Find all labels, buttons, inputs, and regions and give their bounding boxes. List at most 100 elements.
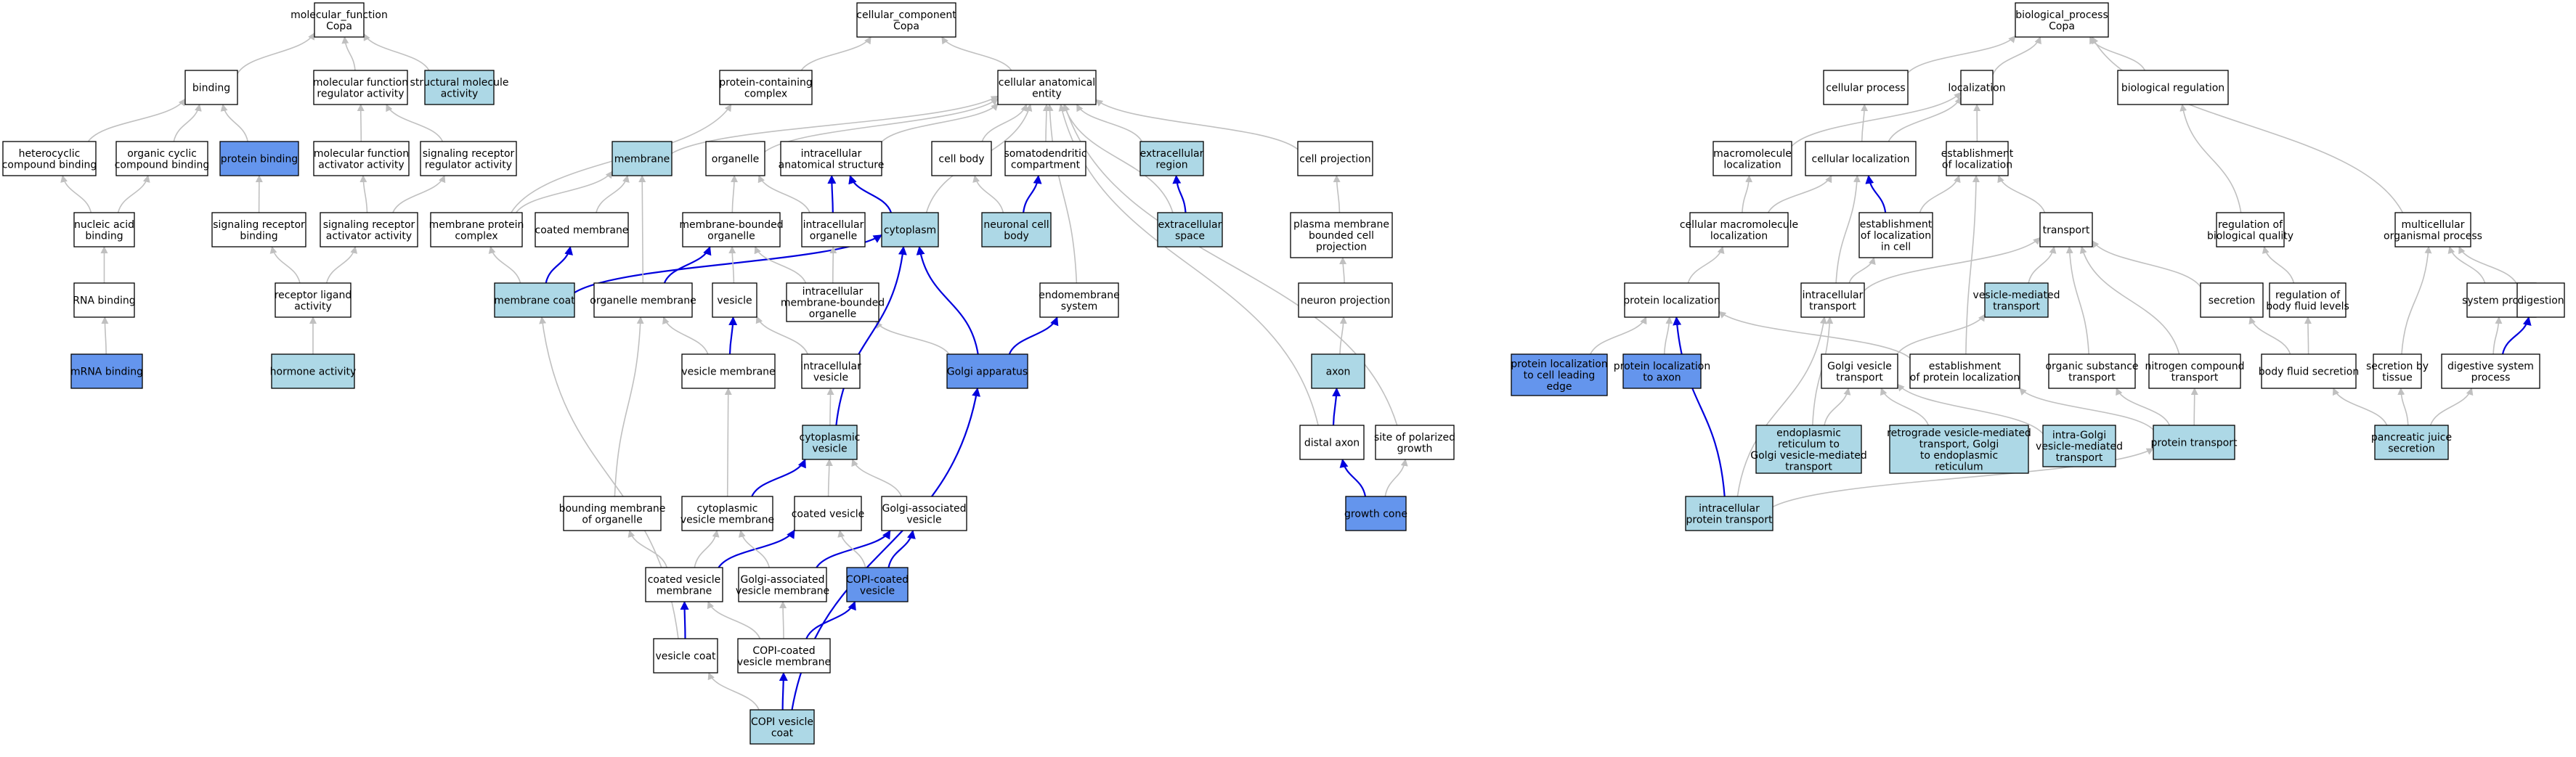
- node-label-line: binding: [240, 230, 277, 242]
- edge-reg_body_fluid-to-reg_bio_quality: [2262, 246, 2295, 284]
- node-label-line: regulator activity: [317, 88, 404, 99]
- node-label-line: biological quality: [2207, 230, 2293, 242]
- node-label-line: multicellular: [2402, 219, 2465, 231]
- edge-receptor_ligand-to-sig_rec_binding: [269, 246, 301, 284]
- node-vesicle-coat: vesicle coat: [653, 638, 718, 674]
- node-box: [2200, 282, 2264, 318]
- node-label-line: retrograde vesicle-mediated: [1887, 427, 2031, 439]
- node-box: [535, 212, 629, 247]
- node-label-line: compartment: [1011, 159, 1081, 171]
- edge-cell_projection-to-cae: [1095, 99, 1299, 150]
- node-label-line: vesicle: [812, 443, 847, 454]
- node-label-line: edge: [1547, 381, 1572, 393]
- node-label-line: coat: [771, 727, 794, 739]
- edge-pl_leading_edge-to-protein_localization: [1590, 316, 1647, 355]
- node-label-line: cytoplasmic: [697, 503, 758, 515]
- node-label-line: Golgi vesicle-mediated: [1750, 450, 1866, 462]
- node-label-line: body fluid secretion: [2259, 367, 2359, 378]
- edges-layer: [60, 32, 2532, 711]
- edge-copi_vesicle_coat-to-vesicle_coat: [707, 672, 760, 711]
- node-label-line: endomembrane: [1039, 290, 1120, 301]
- node-box: [1805, 141, 1917, 176]
- node-label-line: COPI-coated: [846, 574, 909, 586]
- node-label-line: transport: [2043, 225, 2090, 237]
- node-label-line: secretion by: [2366, 361, 2429, 372]
- edge-body_fluid_secretion-to-reg_body_fluid: [2304, 316, 2312, 355]
- node-label-line: vesicle membrane: [737, 656, 831, 668]
- node-box: [211, 212, 306, 247]
- node-label-line: Copa: [2049, 20, 2075, 32]
- node-label-line: transport: [2171, 372, 2219, 383]
- edge-growth_cone-to-site_polarized: [1384, 459, 1408, 497]
- node-vesicle: vesicle: [712, 282, 757, 318]
- edge-intracellular_protein_transport-to-protein_transport: [1772, 448, 2154, 508]
- node-label-line: pancreatic juice: [2371, 432, 2452, 443]
- edge-copi_vesicle_membrane-to-copi_vesicle: [805, 601, 856, 639]
- node-box: [881, 212, 939, 247]
- node-membrane: membrane: [612, 141, 673, 176]
- node-box: [1299, 425, 1365, 460]
- edge-axon-to-neuron_projection: [1339, 316, 1347, 355]
- node-label-line: protein transport: [2151, 438, 2238, 449]
- node-box: [2269, 282, 2347, 318]
- node-cytoplasm: cytoplasm: [881, 212, 939, 247]
- node-label-line: heterocyclic: [19, 148, 81, 160]
- node-label-line: space: [1175, 230, 1205, 242]
- edge-organelle_membrane-to-mbo: [663, 246, 712, 284]
- node-label-line: membrane-bounded: [679, 219, 783, 231]
- node-box: [705, 141, 765, 176]
- edge-vesicle_coat-to-coated_vesicle_membrane: [680, 601, 689, 639]
- node-box: [1946, 141, 2009, 176]
- node-label-line: organic substance: [2045, 361, 2138, 372]
- node-golgi: Golgi apparatus: [946, 353, 1028, 389]
- node-organelle-membrane: organelle membrane: [590, 282, 696, 318]
- node-label-line: coated vesicle: [648, 574, 721, 586]
- edge-protein_transport-to-organic_substance_transport: [2116, 388, 2171, 426]
- node-box: [738, 567, 827, 602]
- edge-nucleic_acid-to-heterocyclic: [60, 175, 92, 213]
- node-body-fluid-secretion: body fluid secretion: [2259, 353, 2359, 389]
- node-box: [1624, 282, 1720, 318]
- node-label-line: growth cone: [1344, 509, 1407, 520]
- node-label-line: COPI vesicle: [751, 716, 813, 728]
- node-label-line: macromolecule: [1713, 148, 1792, 160]
- node-label-line: nitrogen compound: [2145, 361, 2244, 372]
- node-box: [2, 141, 97, 176]
- node-box: [981, 212, 1052, 247]
- edge-cyto_vesicle_membrane-to-cyto_vesicle: [751, 459, 806, 497]
- node-cell-projection: cell projection: [1297, 141, 1373, 176]
- node-box: [320, 212, 418, 247]
- node-label-line: growth: [1397, 443, 1433, 454]
- edge-mbo-to-organelle: [731, 175, 739, 213]
- node-label-line: compound binding: [115, 159, 210, 171]
- edge-transport-to-establishment_localization: [1997, 175, 2046, 213]
- edge-cellular_process-to-bp_root: [1907, 35, 2016, 74]
- node-label-line: vesicle membrane: [680, 514, 774, 525]
- edge-protein_localization-to-cellular_macro_localization: [1687, 246, 1725, 284]
- node-label-line: Golgi-associated: [740, 574, 824, 586]
- node-label-line: coated membrane: [535, 225, 629, 237]
- edge-mem_protein_complex-to-membrane: [516, 171, 613, 213]
- edge-ias-to-cae: [881, 103, 999, 143]
- node-label-line: bounded cell: [1309, 230, 1374, 242]
- edge-intracellular_transport-to-transport: [1864, 237, 2041, 291]
- node-label-line: bounding membrane: [559, 503, 666, 515]
- edge-golgi-to-cytoplasm: [916, 246, 979, 355]
- node-growth-cone: growth cone: [1344, 496, 1407, 531]
- node-box: [802, 425, 858, 460]
- edge-endomembrane-to-cae: [1046, 104, 1078, 284]
- edge-cellular_localization-to-localization: [1888, 97, 1962, 142]
- node-box: [73, 212, 135, 247]
- node-box: [313, 70, 408, 105]
